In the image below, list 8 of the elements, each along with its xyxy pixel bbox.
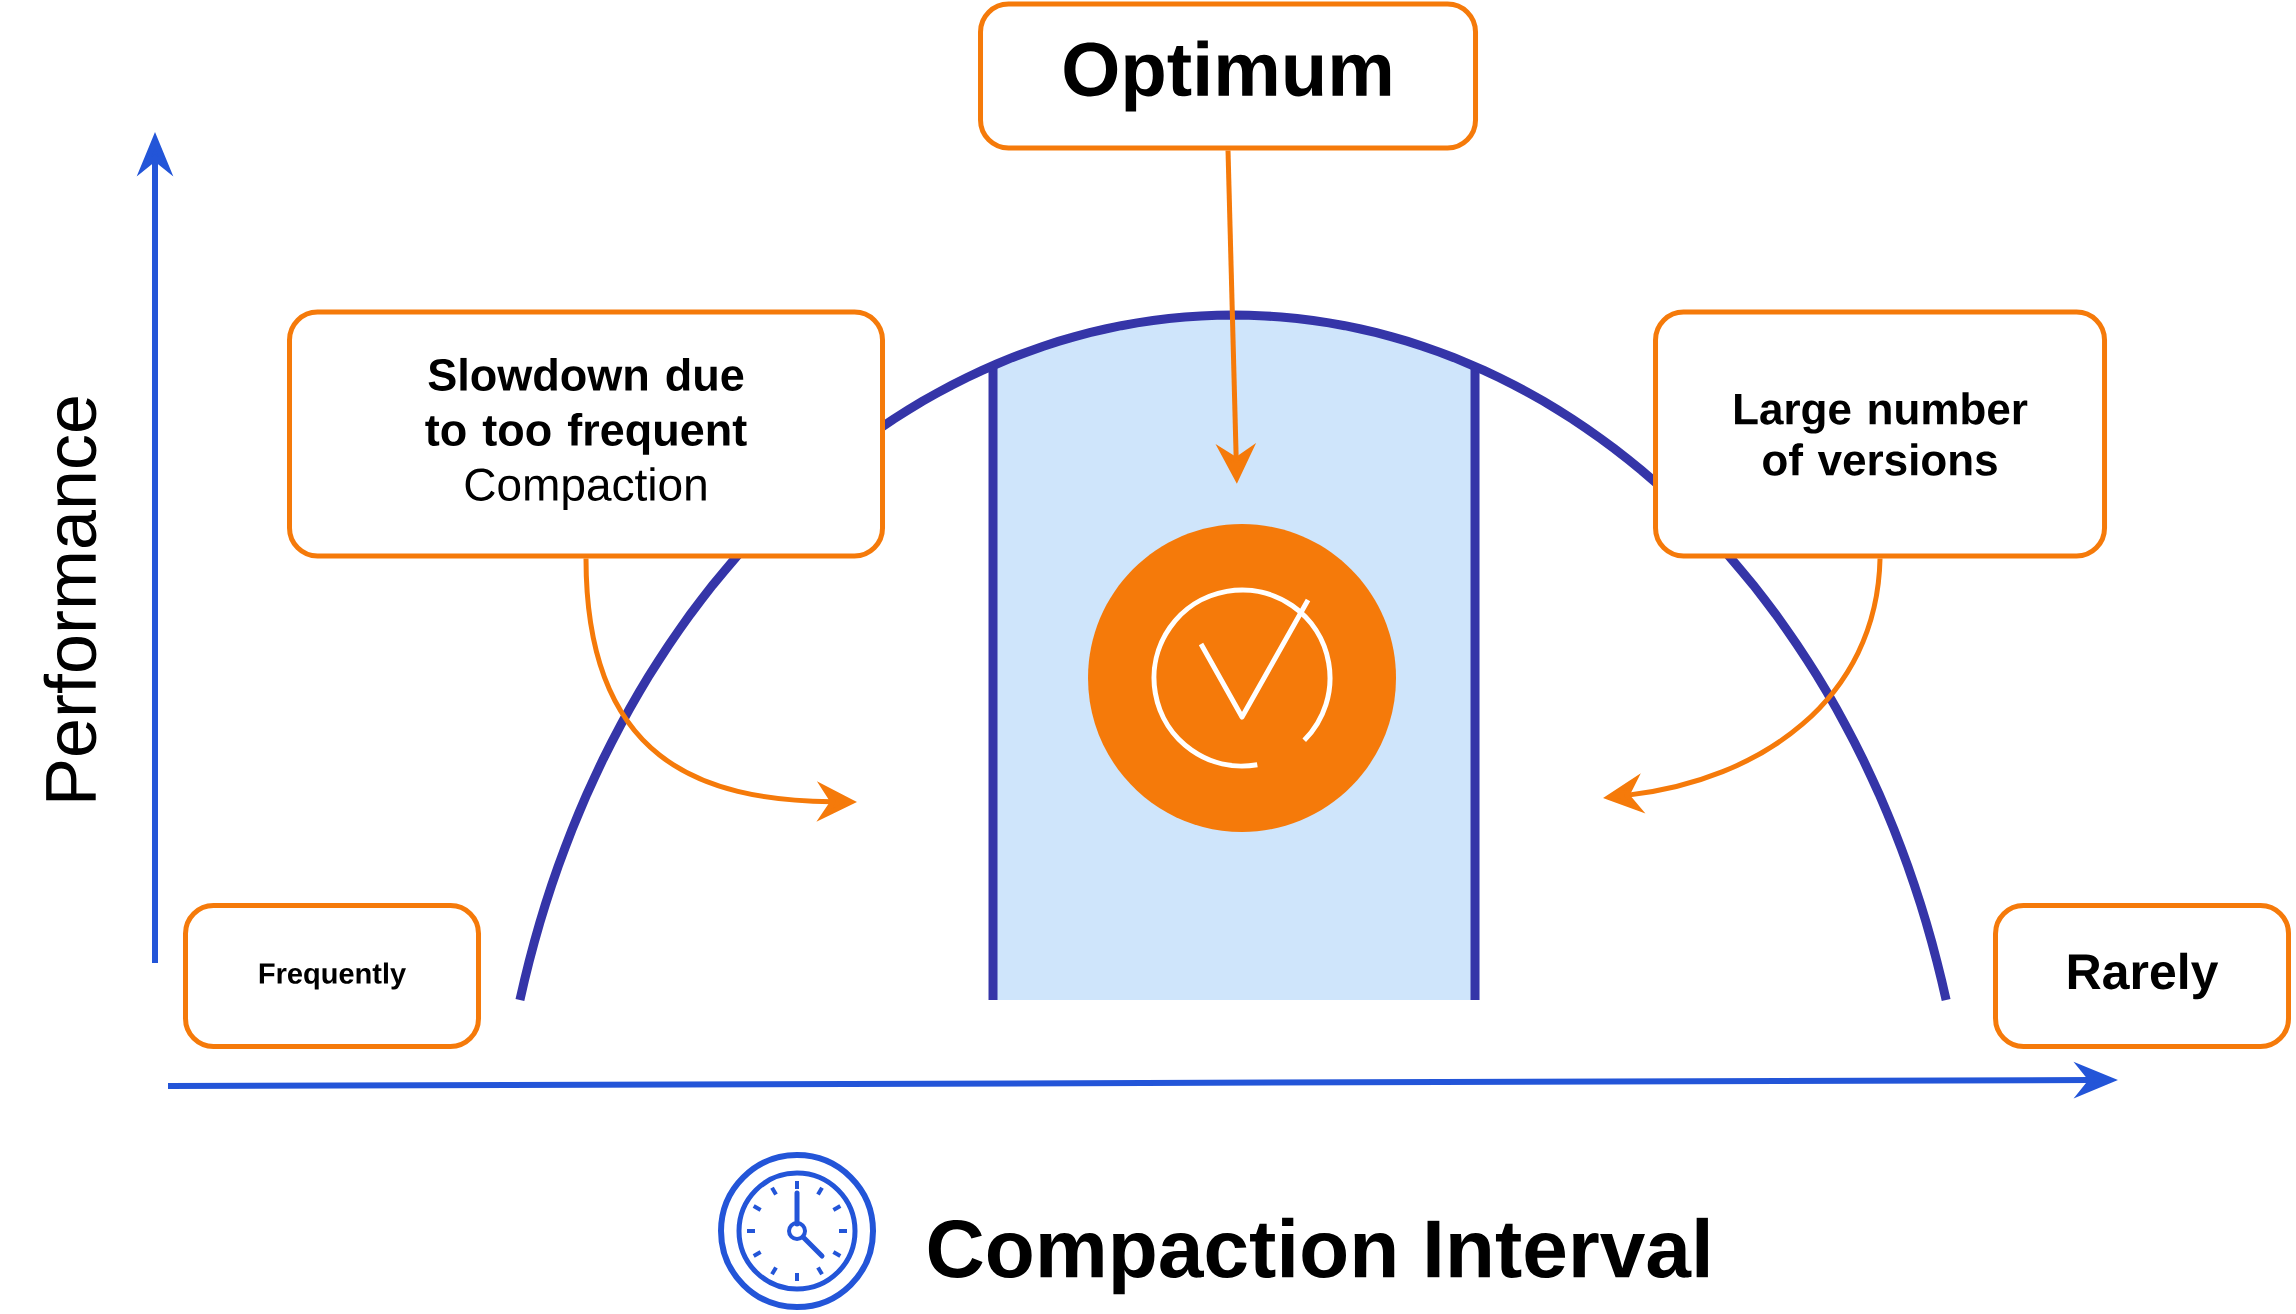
callout-box: Slowdown due to too frequent Compaction: [287, 309, 885, 559]
scale-box: Frequently: [183, 903, 481, 1049]
axis-title: Compaction Interval: [928, 1217, 1708, 1295]
callout-box: Optimum: [978, 1, 1478, 151]
check-icon: [1088, 524, 1396, 832]
callout-box: Large number of versions: [1653, 309, 2108, 559]
scale-box: Rarely: [1993, 903, 2292, 1049]
axis-title: Performance: [43, 397, 97, 801]
